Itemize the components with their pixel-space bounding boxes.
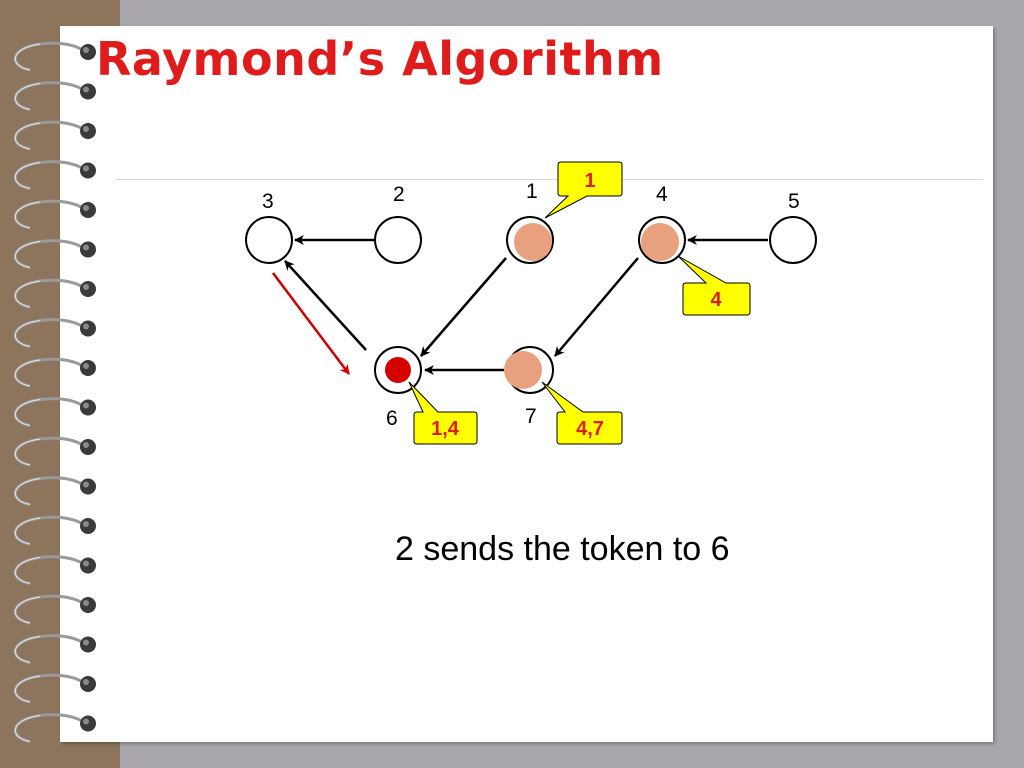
node-7-request-marker [504,351,542,389]
slide-caption: 2 sends the token to 6 [395,530,730,568]
node-2: 2 [374,183,422,264]
binding-ring [13,594,96,625]
node-4: 4 [638,183,686,264]
edge-4-to-7 [554,257,639,357]
title-divider [115,179,983,180]
binding-ring [13,199,96,230]
binding-ring [13,397,96,427]
node-1-request-marker [514,223,552,261]
queue-text-node-1: 1 [584,170,595,192]
node-3: 3 [245,190,293,264]
queue-text-node-4: 4 [710,289,722,311]
queue-callout-node-6: 1,4 [408,381,478,445]
queue-callout-node-7: 4,7 [541,381,623,445]
binding-ring [13,120,96,151]
node-6-label: 6 [386,407,398,430]
binding-ring [13,476,96,506]
slide-title: Raymond’s Algorithm [96,32,664,86]
binding-ring [13,239,96,269]
node-3-label: 3 [262,190,274,213]
spiral-binding-rings [13,41,96,743]
queue-callout-node-4: 4 [677,255,751,316]
token-marker [385,357,411,383]
node-4-label: 4 [656,183,668,206]
queue-text-node-7: 4,7 [576,418,604,440]
binding-ring [13,515,96,546]
binding-ring [13,41,96,72]
edge-1-to-6 [420,257,507,357]
queue-text-node-6: 1,4 [431,418,460,440]
binding-ring [13,555,96,585]
node-5-label: 5 [788,190,800,213]
binding-ring [13,278,96,309]
edge-6-to-3 [284,260,367,351]
binding-ring [13,357,96,388]
queue-callout-node-1: 1 [544,161,623,219]
node-1-label: 1 [526,180,538,203]
node-7: 7 [504,346,554,428]
binding-ring [13,318,96,348]
binding-ring [13,713,96,743]
node-1: 1 [506,180,554,264]
node-5: 5 [769,190,817,264]
binding-ring [13,436,96,467]
node-6: 6 [374,346,422,430]
binding-ring [13,81,96,111]
node-4-request-marker [641,223,679,261]
binding-ring [13,634,96,664]
node-2-label: 2 [393,183,405,206]
token-transfer-arrow [272,272,350,375]
node-7-label: 7 [525,405,537,428]
binding-ring [13,160,96,190]
binding-ring [13,673,96,704]
